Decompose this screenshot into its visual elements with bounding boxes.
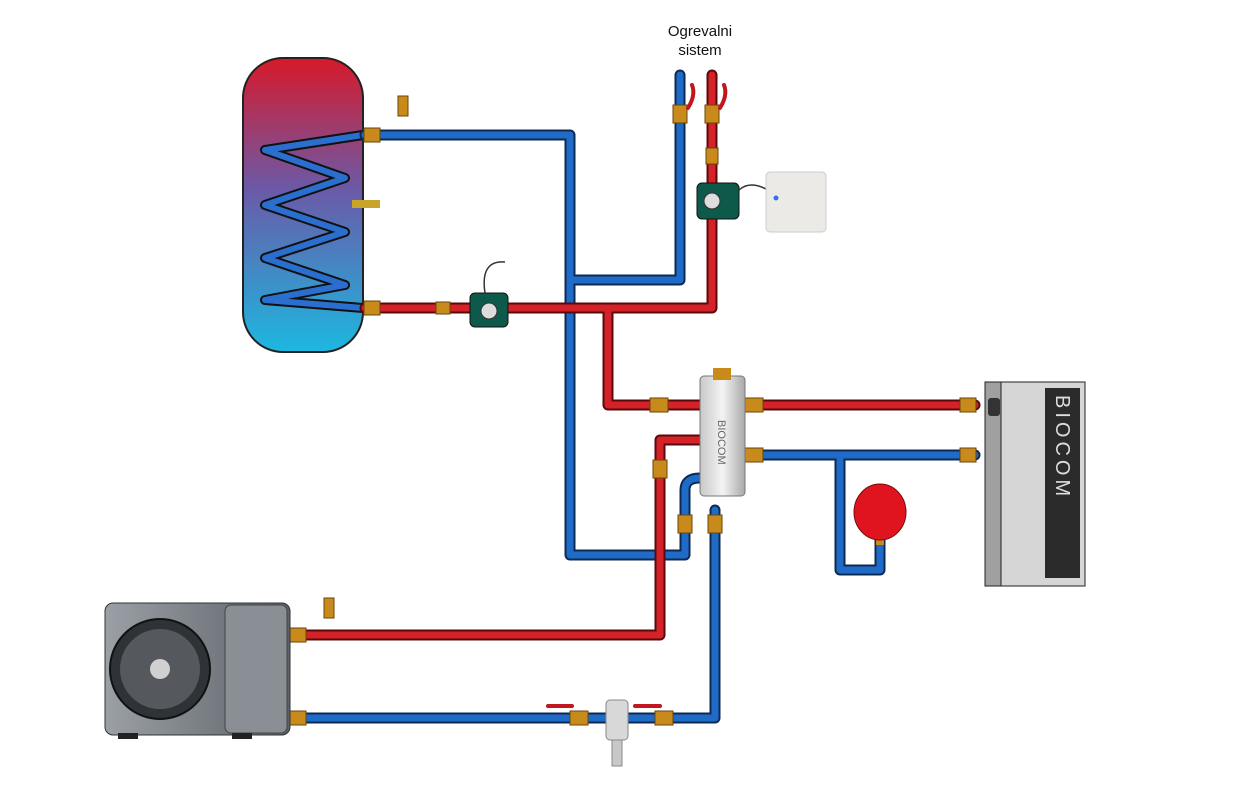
heat-pump-icon [104,602,291,739]
cold-pipes [294,69,981,724]
hydraulic-separator-icon: BIOCOM [699,368,746,497]
water-tank-icon [242,57,380,353]
ball-valve-icon [546,83,728,708]
hot-pipes [294,69,981,641]
separator-logo: BIOCOM [715,420,727,465]
heating-system-label: Ogrevalni sistem [667,23,733,59]
circulation-pump-icon [696,182,769,220]
circulation-pump-icon [469,261,509,328]
fittings [289,95,977,726]
controller-icon [765,171,827,233]
expansion-vessel-icon [853,483,907,545]
boiler-logo: BIOCOM [1051,395,1073,500]
filter-icon [605,699,629,767]
boiler-icon: BIOCOM [984,381,1086,587]
